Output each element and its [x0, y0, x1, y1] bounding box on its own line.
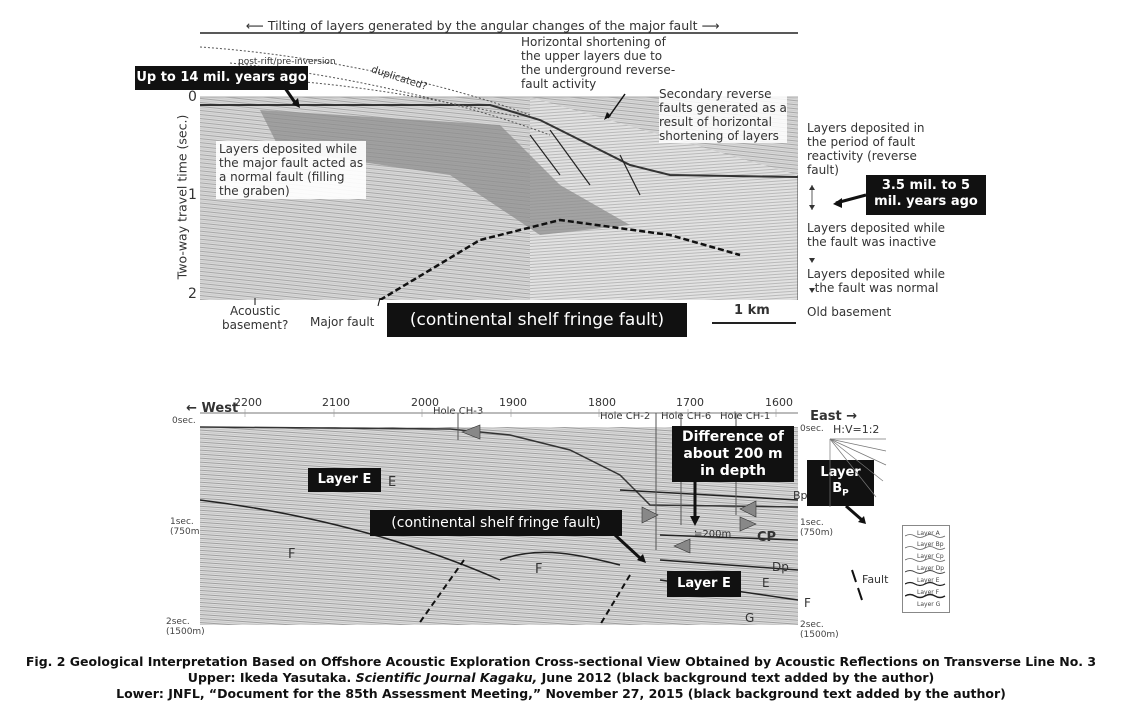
legend-item: Layer Bp	[917, 541, 944, 548]
layer-letter-cp: CP	[757, 530, 777, 545]
left-axis-0: 0sec.	[172, 416, 196, 426]
up-to-14-label: Up to 14 mil. years ago	[135, 66, 308, 90]
layer-letter-f3: F	[804, 596, 811, 610]
x-tick: 2000	[411, 396, 439, 409]
hole-ch3: Hole CH-3	[433, 406, 484, 417]
left-axis-1: 1sec. (750m)	[170, 517, 203, 537]
layer-letter-bp: Bp	[793, 489, 808, 502]
legend-item: Layer A	[917, 530, 940, 537]
3-5-to-5-label: 3.5 mil. to 5 mil. years ago	[866, 175, 986, 215]
inactive-layers-label: Layers deposited while the fault was ina…	[807, 221, 946, 249]
west-arrow-icon: ←	[186, 401, 202, 416]
legend-item: Layer E	[917, 577, 940, 584]
scale-bar	[712, 322, 796, 324]
west-label: ← West	[186, 401, 239, 416]
figure-caption-line2: Upper: Ikeda Yasutaka. Scientific Journa…	[187, 670, 935, 685]
figure-caption-line3: Lower: JNFL, “Document for the 85th Asse…	[116, 686, 1006, 701]
right-axis-0: 0sec.	[800, 424, 824, 434]
fault-legend-icon	[851, 569, 863, 601]
right-axis-1: 1sec. (750m)	[800, 518, 833, 538]
right-arrow-icon: ⟶	[697, 18, 720, 33]
continental-fault-label-lower: (continental shelf fringe fault)	[370, 510, 622, 536]
continental-fault-label-upper: (continental shelf fringe fault)	[387, 303, 687, 337]
legend-item: Layer Dp	[917, 565, 945, 572]
legend-item: Layer G	[917, 601, 941, 608]
layer-letter-e: E	[388, 475, 397, 490]
hole-ch2: Hole CH-2	[600, 411, 651, 422]
hole-ch1: Hole CH-1	[720, 411, 771, 422]
figure-caption-line1: Fig. 2 Geological Interpretation Based o…	[25, 654, 1097, 669]
layer-letter-f: F	[288, 547, 296, 562]
normal-layers-label: Layers deposited while the fault was nor…	[807, 267, 946, 295]
layer-letter-dp: Dp	[772, 560, 789, 574]
upper-seismic-section	[200, 32, 798, 300]
left-axis-2: 2sec. (1500m)	[166, 617, 205, 637]
x-tick: 2100	[322, 396, 350, 409]
x-tick: 1700	[676, 396, 704, 409]
layer-letter-e2: E	[762, 576, 770, 590]
tilting-caption: ⟵ Tilting of layers generated by the ang…	[245, 18, 720, 33]
legend-item: Layer F	[917, 589, 940, 596]
layer-legend: Layer A Layer Bp Layer Cp Layer Dp Layer…	[902, 525, 950, 613]
horizontal-shortening-label: Horizontal shortening of the upper layer…	[521, 35, 676, 91]
annotation-arrows-lower	[613, 482, 866, 563]
y-tick-0: 0	[188, 89, 197, 105]
layer-e-right-label: Layer E	[667, 571, 741, 597]
normal-fault-layers-label: Layers deposited while the major fault a…	[216, 141, 367, 199]
right-axis-2: 2sec. (1500m)	[800, 620, 839, 640]
x-tick: 1900	[499, 396, 527, 409]
legend-item: Layer Cp	[917, 553, 944, 560]
acoustic-basement-label: Acoustic basement?	[222, 304, 289, 332]
legend-wavy-lines	[905, 534, 946, 599]
depth-200m-label: ≒200m	[694, 529, 732, 540]
post-rift-label: post-rift/pre-inversion	[238, 57, 336, 67]
east-label: East →	[810, 409, 858, 424]
left-arrow-icon: ⟵	[245, 18, 268, 33]
x-tick: 1600	[765, 396, 793, 409]
layer-letter-g: G	[745, 611, 755, 625]
layer-letter-f2: F	[535, 562, 543, 577]
major-fault-label: Major fault	[310, 315, 375, 329]
secondary-reverse-label: Secondary reverse faults generated as a …	[659, 87, 787, 143]
y-tick-1: 1	[188, 187, 197, 203]
east-arrow-icon: →	[841, 409, 858, 424]
annotation-arrows-upper	[254, 87, 867, 307]
hole-ch6: Hole CH-6	[661, 411, 712, 422]
x-tick: 2200	[234, 396, 262, 409]
layer-e-left-label: Layer E	[308, 468, 381, 492]
ratio-fan-icon	[829, 438, 887, 507]
reactivity-layers-label: Layers deposited in the period of fault …	[807, 121, 925, 177]
difference-label: Difference of about 200 m in depth	[672, 426, 794, 482]
scale-label: 1 km	[734, 303, 770, 318]
ratio-label: H:V=1:2	[833, 423, 880, 436]
old-basement-label: Old basement	[807, 305, 892, 319]
x-tick: 1800	[588, 396, 616, 409]
y-tick-2: 2	[188, 286, 197, 302]
fault-legend-label: Fault	[862, 573, 889, 586]
